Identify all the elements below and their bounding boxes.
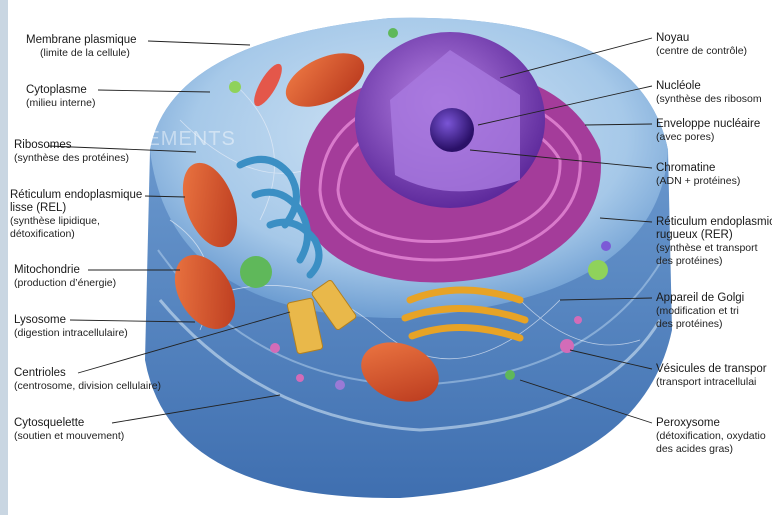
label-noyau-title: Noyau [656, 32, 747, 45]
label-rel: Réticulum endoplasmique lisse (REL) (syn… [10, 189, 142, 241]
label-rer-line2: rugueux (RER) [656, 229, 772, 242]
label-enveloppe: Enveloppe nucléaire (avec pores) [656, 118, 760, 144]
label-cytoplasme: Cytoplasme (milieu interne) [26, 84, 95, 110]
label-lysosome: Lysosome (digestion intracellulaire) [14, 314, 128, 340]
label-peroxysome-title: Peroxysome [656, 417, 772, 430]
label-noyau: Noyau (centre de contrôle) [656, 32, 747, 58]
label-mitochondrie-title: Mitochondrie [14, 264, 116, 277]
label-rer-sub2: des protéines) [656, 255, 772, 268]
label-rer: Réticulum endoplasmic rugueux (RER) (syn… [656, 216, 772, 268]
label-ribosomes-title: Ribosomes [14, 139, 129, 152]
label-noyau-sub: (centre de contrôle) [656, 45, 747, 58]
label-chromatine-sub: (ADN + protéines) [656, 175, 740, 188]
label-nucleole: Nucléole (synthèse des ribosom [656, 80, 772, 106]
label-cytosquelette-sub: (soutien et mouvement) [14, 430, 124, 443]
label-cytoplasme-sub: (milieu interne) [26, 97, 95, 110]
label-lysosome-sub: (digestion intracellulaire) [14, 327, 128, 340]
watermark-text: ELEMENTS [120, 128, 236, 151]
label-centrioles-title: Centrioles [14, 367, 161, 380]
label-cytosquelette: Cytosquelette (soutien et mouvement) [14, 417, 124, 443]
label-peroxysome-sub1: (détoxification, oxydatio [656, 430, 772, 443]
label-vesicules: Vésicules de transpor (transport intrace… [656, 363, 772, 389]
label-cytosquelette-title: Cytosquelette [14, 417, 124, 430]
nucleus-organelle [355, 32, 545, 208]
label-peroxysome: Peroxysome (détoxification, oxydatio des… [656, 417, 772, 456]
label-enveloppe-sub: (avec pores) [656, 131, 760, 144]
label-chromatine-title: Chromatine [656, 162, 740, 175]
label-lysosome-title: Lysosome [14, 314, 128, 327]
label-rel-line2: lisse (REL) [10, 202, 142, 215]
label-vesicules-sub: (transport intracellulai [656, 376, 772, 389]
label-enveloppe-title: Enveloppe nucléaire [656, 118, 760, 131]
label-ribosomes-sub: (synthèse des protéines) [14, 152, 129, 165]
label-golgi-sub2: des protéines) [656, 318, 744, 331]
label-centrioles-sub: (centrosome, division cellulaire) [14, 380, 161, 393]
label-nucleole-title: Nucléole [656, 80, 772, 93]
label-vesicules-title: Vésicules de transpor [656, 363, 772, 376]
label-rel-sub2: détoxification) [10, 228, 142, 241]
label-membrane-sub: (limite de la cellule) [26, 47, 137, 60]
label-peroxysome-sub2: des acides gras) [656, 443, 772, 456]
label-golgi: Appareil de Golgi (modification et tri d… [656, 292, 744, 331]
label-membrane-title: Membrane plasmique [26, 34, 137, 47]
label-mitochondrie-sub: (production d’énergie) [14, 277, 116, 290]
label-rel-sub1: (synthèse lipidique, [10, 215, 142, 228]
label-rer-sub1: (synthèse et transport [656, 242, 772, 255]
label-ribosomes: Ribosomes (synthèse des protéines) [14, 139, 129, 165]
label-rer-title: Réticulum endoplasmic [656, 216, 772, 229]
nucleolus [430, 108, 474, 152]
label-centrioles: Centrioles (centrosome, division cellula… [14, 367, 161, 393]
label-mitochondrie: Mitochondrie (production d’énergie) [14, 264, 116, 290]
label-rel-title: Réticulum endoplasmique [10, 189, 142, 202]
label-golgi-title: Appareil de Golgi [656, 292, 744, 305]
label-nucleole-sub: (synthèse des ribosom [656, 93, 772, 106]
label-golgi-sub1: (modification et tri [656, 305, 744, 318]
label-cytoplasme-title: Cytoplasme [26, 84, 95, 97]
label-membrane: Membrane plasmique (limite de la cellule… [26, 34, 137, 60]
label-chromatine: Chromatine (ADN + protéines) [656, 162, 740, 188]
